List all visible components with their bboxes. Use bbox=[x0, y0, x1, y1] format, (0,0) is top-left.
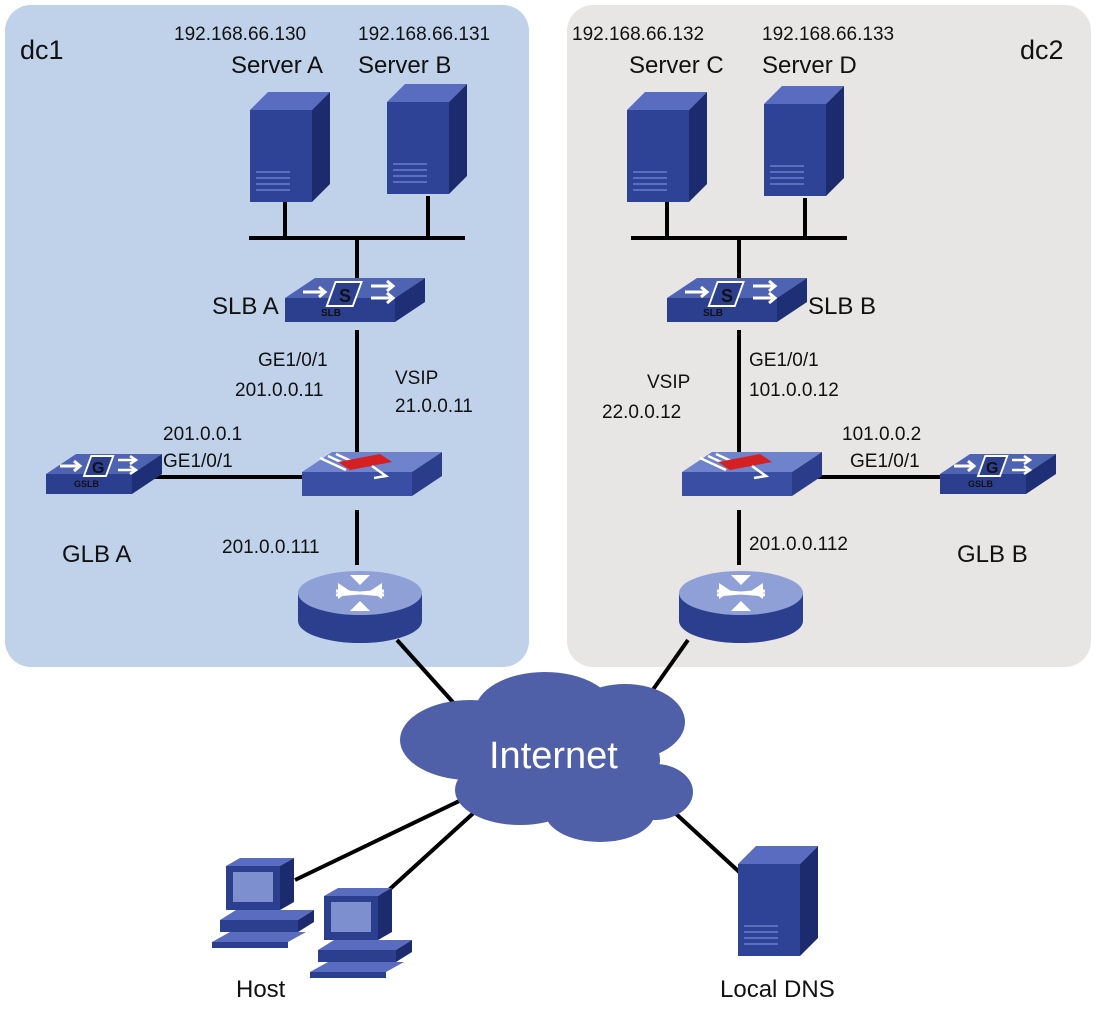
slb-a-ip: 201.0.0.11 bbox=[235, 380, 323, 401]
slb-b-vsip-label: VSIP bbox=[647, 372, 690, 393]
server-d-icon bbox=[763, 85, 845, 197]
glb-a-icon: G GSLB bbox=[46, 454, 162, 494]
host-label: Host bbox=[236, 976, 286, 1003]
firewall-b-icon bbox=[682, 452, 822, 496]
slb-b-port: GE1/0/1 bbox=[749, 350, 819, 371]
glb-b-letter: G bbox=[986, 460, 998, 477]
glb-b-port: GE1/0/1 bbox=[850, 451, 920, 472]
server-c-icon bbox=[626, 91, 708, 203]
local-dns-label: Local DNS bbox=[720, 976, 835, 1003]
slb-a-icon: S SLB bbox=[285, 278, 425, 322]
firewall-a-icon bbox=[302, 452, 442, 496]
slb-a-vsip-label: VSIP bbox=[395, 368, 438, 389]
dc1-label: dc1 bbox=[20, 35, 64, 65]
slb-b-badge: SLB bbox=[703, 308, 723, 319]
server-b-ip: 192.168.66.131 bbox=[358, 24, 490, 45]
slb-a-port: GE1/0/1 bbox=[258, 350, 328, 371]
dc2-label: dc2 bbox=[1020, 35, 1064, 65]
internet-cloud-icon bbox=[400, 672, 693, 842]
local-dns-server-icon bbox=[737, 845, 819, 957]
router-b-icon bbox=[677, 569, 805, 645]
server-d-name: Server D bbox=[762, 52, 857, 79]
glb-a-ip: 201.0.0.1 bbox=[163, 424, 242, 445]
server-b-name: Server B bbox=[358, 52, 451, 79]
slb-a-letter: S bbox=[339, 286, 351, 306]
slb-b-ip: 101.0.0.12 bbox=[749, 380, 839, 401]
router-a-icon bbox=[296, 569, 424, 645]
server-d-ip: 192.168.66.133 bbox=[762, 24, 894, 45]
glb-a-badge: GSLB bbox=[74, 479, 100, 489]
glb-b-ip: 101.0.0.2 bbox=[842, 424, 921, 445]
internet-label: Internet bbox=[489, 735, 618, 777]
server-b-icon bbox=[386, 83, 468, 195]
server-c-name: Server C bbox=[629, 52, 724, 79]
slb-a-name: SLB A bbox=[212, 293, 279, 320]
server-a-name: Server A bbox=[231, 52, 323, 79]
slb-a-badge: SLB bbox=[321, 308, 341, 319]
slb-b-icon: S SLB bbox=[667, 278, 807, 322]
server-a-icon bbox=[249, 91, 331, 203]
glb-b-name: GLB B bbox=[957, 541, 1028, 568]
glb-a-letter: G bbox=[92, 460, 104, 477]
slb-a-vsip: 21.0.0.11 bbox=[395, 396, 473, 417]
slb-b-letter: S bbox=[721, 286, 733, 306]
slb-b-name: SLB B bbox=[808, 293, 876, 320]
glb-a-port: GE1/0/1 bbox=[163, 451, 233, 472]
router-a-ip: 201.0.0.111 bbox=[222, 537, 320, 558]
glb-a-name: GLB A bbox=[62, 541, 131, 568]
glb-b-badge: GSLB bbox=[968, 479, 994, 489]
glb-b-icon: G GSLB bbox=[940, 454, 1056, 494]
server-a-ip: 192.168.66.130 bbox=[174, 24, 306, 45]
router-b-ip: 201.0.0.112 bbox=[749, 534, 848, 555]
host-pc-1-icon bbox=[212, 858, 314, 948]
slb-b-vsip: 22.0.0.12 bbox=[602, 402, 681, 423]
server-c-ip: 192.168.66.132 bbox=[572, 24, 704, 45]
host-pc-2-icon bbox=[310, 888, 412, 978]
